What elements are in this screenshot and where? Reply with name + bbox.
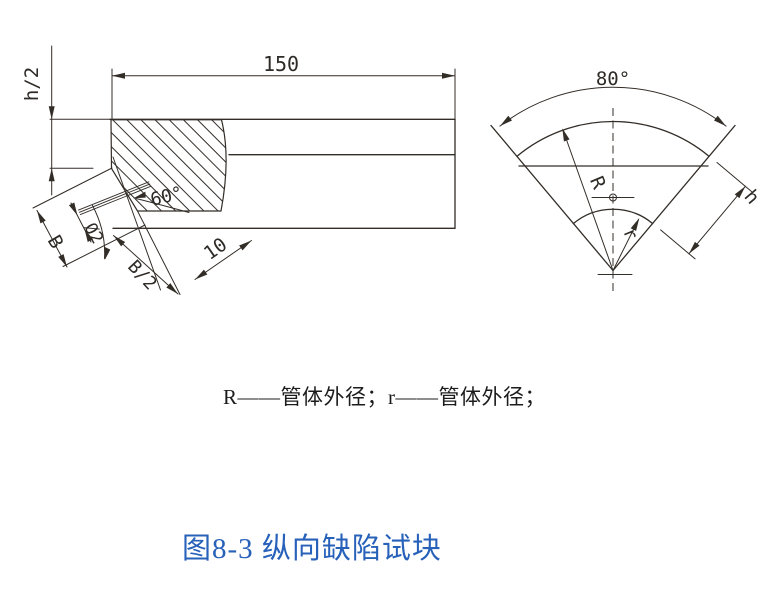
dim-label-half-height: h/2 bbox=[21, 67, 43, 101]
dim-label-arc-angle: 80° bbox=[596, 68, 630, 90]
outer-arc bbox=[516, 120, 710, 157]
pipe-sector-view: 80° R r h bbox=[490, 68, 764, 295]
arrowhead bbox=[499, 115, 512, 127]
arrowhead bbox=[104, 246, 111, 260]
dim-line-h bbox=[688, 185, 746, 255]
dim-label-length: 150 bbox=[263, 52, 299, 76]
dim-label-width: B bbox=[43, 232, 68, 253]
figure-caption: 图8-3 纵向缺陷试块 bbox=[182, 533, 442, 565]
dim-ext-h-lower bbox=[660, 229, 696, 260]
arrowhead bbox=[562, 128, 570, 142]
arrowhead bbox=[166, 283, 178, 294]
slot-line-1 bbox=[78, 181, 150, 211]
sector-left-edge bbox=[490, 124, 614, 272]
arrowhead bbox=[84, 229, 94, 242]
arrowhead bbox=[688, 241, 700, 254]
dim-arc-80 bbox=[499, 86, 727, 127]
slot-line-2 bbox=[78, 183, 151, 213]
arrowhead bbox=[714, 115, 727, 127]
arrowhead bbox=[133, 191, 146, 199]
arrowhead bbox=[442, 72, 455, 79]
arrowhead bbox=[68, 202, 78, 216]
dim-label-offset: 10 bbox=[200, 234, 231, 265]
arrowhead bbox=[48, 106, 55, 120]
arrowhead bbox=[113, 235, 126, 247]
arrowhead bbox=[112, 72, 125, 79]
radius-R-leader bbox=[562, 129, 614, 271]
dim-label-outer-radius: R bbox=[585, 173, 610, 193]
arrowhead bbox=[195, 269, 208, 280]
dim-ext-B-upper bbox=[32, 167, 113, 209]
dim-label-half-width: B/2 bbox=[123, 256, 161, 294]
arrowhead bbox=[239, 240, 252, 251]
arrowhead bbox=[58, 254, 67, 267]
dim-line-half-width bbox=[113, 235, 179, 295]
arrowhead bbox=[734, 186, 746, 199]
arrowhead bbox=[37, 210, 46, 224]
angle-arc-lower bbox=[92, 205, 106, 259]
angle-leader-arc bbox=[135, 198, 190, 213]
slot-line-3 bbox=[79, 185, 152, 216]
notch-wall-line-1 bbox=[112, 156, 161, 291]
arrowhead bbox=[48, 168, 55, 182]
inner-arc bbox=[572, 208, 654, 225]
bar-side-view: 150 h/2 B Ø2 B/2 bbox=[21, 45, 456, 295]
sector-right-edge bbox=[612, 124, 736, 272]
arrowhead bbox=[630, 218, 640, 231]
figure-legend: R——管体外径；r——管体外径； bbox=[223, 385, 546, 409]
dim-ext-h-upper bbox=[716, 162, 752, 192]
